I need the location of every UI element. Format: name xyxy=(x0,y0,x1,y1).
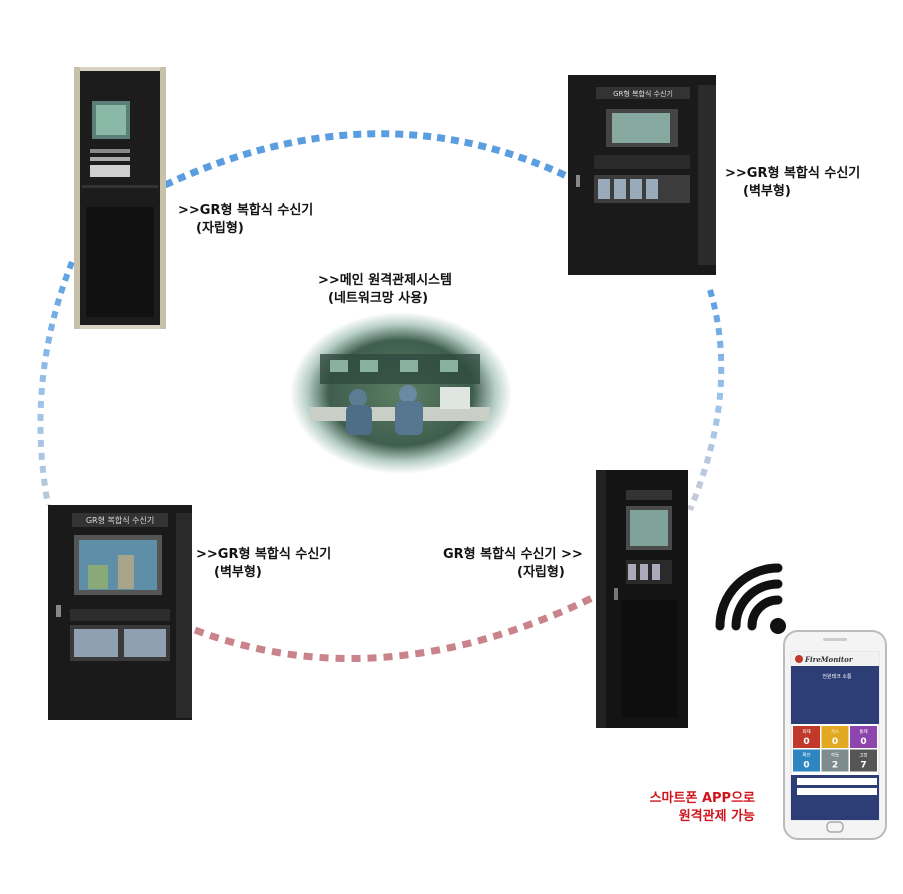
label-bottom-left-line1: >>GR형 복합식 수신기 xyxy=(196,547,332,562)
label-center-line1: >>메인 원격관제시스템 xyxy=(318,273,452,288)
ring-top-arc xyxy=(163,130,577,189)
ring-left-arc xyxy=(37,260,75,506)
app-tile-label: 확인 xyxy=(802,752,810,759)
label-top-right: >>GR형 복합식 수신기 (벽부형) xyxy=(725,165,860,201)
app-tile-value: 7 xyxy=(860,761,866,771)
label-smartphone-line2: 원격관제 가능 xyxy=(678,809,755,824)
label-top-left: >>GR형 복합식 수신기 (자립형) xyxy=(178,202,313,238)
app-tile-5[interactable] xyxy=(850,749,877,772)
app-tile-value: 0 xyxy=(832,737,838,747)
app-tile-label: 화재 xyxy=(802,728,810,735)
app-tile-0[interactable] xyxy=(793,726,820,748)
ring-right-arc xyxy=(687,289,725,512)
panel-header-top-right: GR형 복합식 수신기 xyxy=(613,89,673,98)
app-tile-value: 0 xyxy=(803,761,809,771)
app-tile-label: 가스 xyxy=(831,728,839,735)
cabinet-top-right: GR형 복합식 수신기 xyxy=(568,75,716,275)
app-screen-title: 전원테크 소통 xyxy=(822,673,852,680)
label-center: >>메인 원격관제시스템 (네트워크망 사용) xyxy=(318,272,452,308)
label-bottom-right-line2: (자립형) xyxy=(517,565,565,580)
app-tile-3[interactable] xyxy=(793,749,820,772)
label-bottom-right-line1: GR형 복합식 수신기 >> xyxy=(443,547,583,562)
panel-header-bottom-left: GR형 복합식 수신기 xyxy=(86,516,154,525)
app-tile-value: 0 xyxy=(860,737,866,747)
label-top-right-line2: (벽부형) xyxy=(743,184,791,199)
label-bottom-left: >>GR형 복합식 수신기 (벽부형) xyxy=(196,546,331,582)
cabinet-top-left xyxy=(74,67,166,329)
app-tile-grid: 화재 0 가스 0 통제 0 확인 0 작동 2 고장 7 xyxy=(793,726,877,772)
app-tile-4[interactable] xyxy=(821,749,849,772)
app-tile-1[interactable] xyxy=(821,726,849,748)
smartphone: FireMonitor 전원테크 소통 화재 0 가스 0 통제 0 확인 0 작동 2 고장 7 xyxy=(783,630,887,840)
app-tile-label: 고장 xyxy=(859,752,867,759)
control-room-photo xyxy=(290,312,512,474)
app-name: FireMonitor xyxy=(804,655,854,664)
label-top-right-line1: >>GR형 복합식 수신기 xyxy=(725,166,861,181)
app-tile-label: 통제 xyxy=(859,728,867,735)
app-tile-value: 0 xyxy=(803,737,809,747)
app-tile-label: 작동 xyxy=(831,752,839,759)
app-tile-2[interactable] xyxy=(850,726,877,748)
wifi-icon xyxy=(715,563,786,634)
cabinet-bottom-right xyxy=(596,470,688,728)
label-smartphone-line1: 스마트폰 APP으로 xyxy=(649,791,755,806)
label-top-left-line2: (자립형) xyxy=(196,221,244,236)
label-top-left-line1: >>GR형 복합식 수신기 xyxy=(178,203,314,218)
label-bottom-right: GR형 복합식 수신기 >> (자립형) xyxy=(443,546,583,582)
label-bottom-left-line2: (벽부형) xyxy=(214,565,262,580)
app-tile-value: 2 xyxy=(832,761,838,771)
cabinet-bottom-left: GR형 복합식 수신기 xyxy=(48,505,192,720)
ring-bottom-arc xyxy=(193,594,594,662)
label-smartphone: 스마트폰 APP으로 원격관제 가능 xyxy=(643,790,755,826)
label-center-line2: (네트워크망 사용) xyxy=(328,291,429,306)
